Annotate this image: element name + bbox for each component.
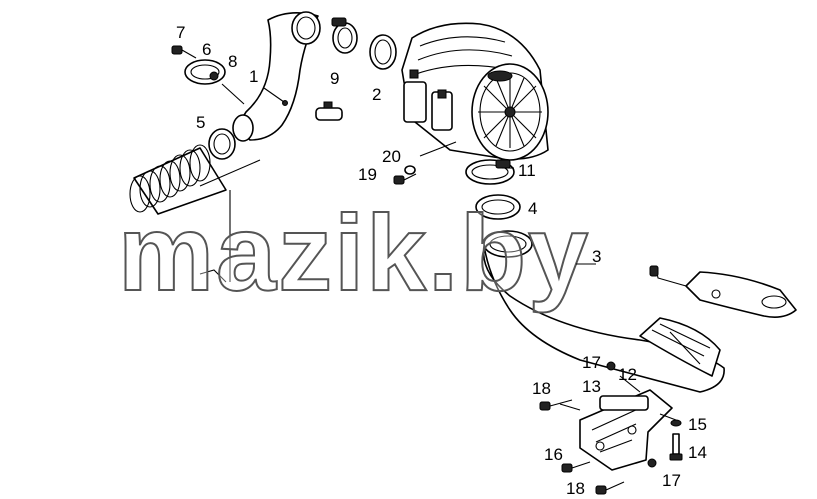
callout-11: 11: [518, 161, 536, 180]
callout-6: 6: [202, 40, 211, 59]
watermark-text: mazik.by: [118, 192, 590, 313]
callout-8: 8: [228, 52, 237, 71]
callout-17a: 17: [582, 353, 601, 372]
callout-15: 15: [688, 415, 707, 434]
callout-13: 13: [582, 377, 601, 396]
callout-20: 20: [382, 147, 401, 166]
ring-2: [369, 34, 397, 70]
intake-elbow-3: [482, 230, 725, 393]
callout-1: 1: [249, 67, 258, 86]
air-cleaner-housing: [401, 22, 549, 161]
callout-7: 7: [176, 23, 185, 42]
hose-clamp-11: [465, 159, 515, 185]
callout-19: 19: [358, 165, 377, 184]
bolt-18-lower: [595, 481, 625, 495]
washer-20: [404, 165, 416, 175]
nipple-fitting: [315, 101, 343, 121]
hose-clamp-6: [184, 59, 245, 105]
callout-18a: 18: [532, 379, 551, 398]
nut-17-lower: [647, 458, 657, 468]
intake-hose-upper: [241, 11, 321, 141]
bolt-19: [393, 173, 417, 185]
hose-clamp-5: [208, 114, 254, 160]
callout-5: 5: [196, 113, 205, 132]
bolt-18-upper: [539, 399, 573, 411]
mounting-bracket-upper: [649, 265, 797, 318]
mounting-bracket-lower: [559, 375, 677, 471]
callout-2: 2: [372, 85, 381, 104]
ring-4: [475, 194, 521, 220]
callouts: 7 6 8 1 9 2 5 20 19 11 4 3 17 12 13 18 1…: [176, 23, 707, 498]
bolt-14: [669, 433, 683, 461]
hose-clamp-9: [331, 17, 358, 54]
callout-18b: 18: [566, 479, 585, 498]
bolt-16: [561, 461, 591, 473]
callout-4: 4: [528, 199, 537, 218]
callout-14: 14: [688, 443, 707, 462]
callout-12: 12: [618, 365, 637, 384]
leader-lines: [263, 87, 596, 265]
nut-17-upper: [606, 361, 616, 371]
callout-17b: 17: [662, 471, 681, 490]
callout-16: 16: [544, 445, 563, 464]
callout-9: 9: [330, 69, 339, 88]
callout-3: 3: [592, 247, 601, 266]
corrugated-hose: [129, 144, 261, 283]
washer-15: [670, 419, 682, 427]
bolt-7: [171, 45, 197, 59]
